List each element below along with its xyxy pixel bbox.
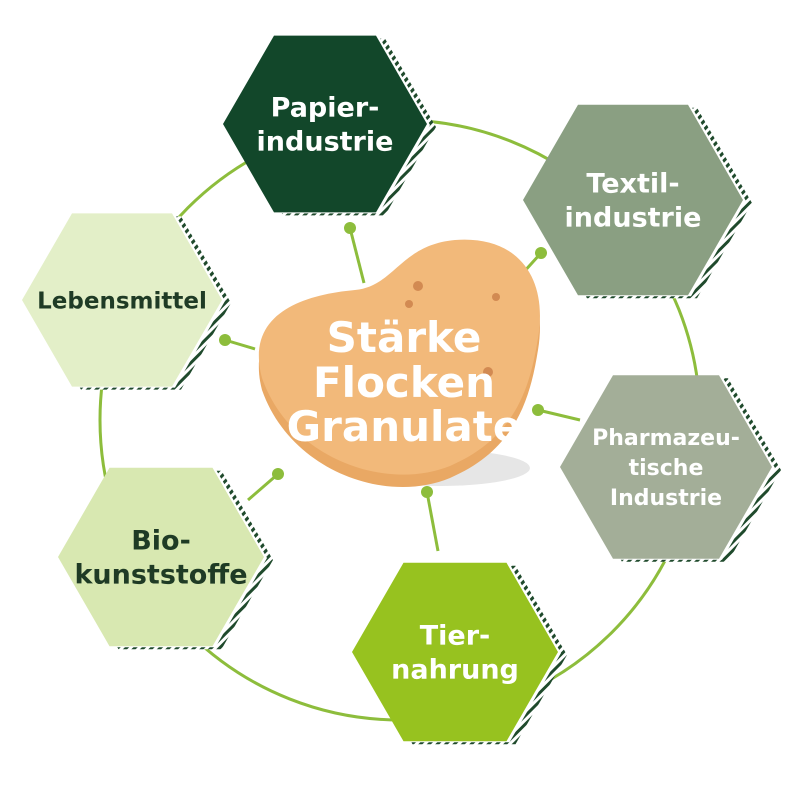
node-biokunststoffe: Bio-kunststoffe — [58, 467, 273, 650]
node-label-line: Textil- — [586, 169, 679, 200]
connector-line — [348, 227, 366, 284]
node-label-line: tische — [629, 456, 704, 481]
connector-line — [425, 491, 440, 552]
node-label-line: Tier- — [420, 621, 491, 652]
node-label-line: Lebensmittel — [37, 288, 207, 314]
connectors — [219, 222, 581, 552]
connector-dot — [421, 486, 433, 498]
application-nodes: Papier-industrieTextil-industriePharmaze… — [22, 35, 781, 745]
connector-line — [537, 408, 581, 422]
connector-dot — [344, 222, 356, 234]
hexagon — [223, 35, 427, 213]
node-label-line: Pharmazeu- — [592, 426, 740, 451]
node-label-line: Bio- — [131, 526, 191, 557]
connector-dot — [535, 247, 547, 259]
node-textilindustrie: Textil-industrie — [523, 104, 752, 299]
potato-spot — [483, 367, 493, 377]
potato-spot — [492, 293, 500, 301]
center-label-line-3: Granulate — [287, 402, 522, 451]
potato-spot — [405, 300, 413, 308]
node-tiernahrung: Tier-nahrung — [352, 562, 567, 745]
connector-dot — [219, 334, 231, 346]
node-label-line: kunststoffe — [74, 560, 247, 591]
hexagon — [560, 375, 772, 559]
potato-spot — [413, 281, 423, 291]
center-label-line-1: Stärke — [327, 313, 482, 362]
hexagon — [22, 213, 222, 387]
connector-dot — [532, 404, 544, 416]
potato-body — [258, 239, 540, 475]
node-label-line: Industrie — [610, 486, 722, 511]
node-papierindustrie: Papier-industrie — [223, 35, 436, 216]
potato-center: Stärke Flocken Granulate — [258, 239, 540, 488]
node-label-line: industrie — [257, 127, 394, 158]
connector-line — [247, 472, 279, 502]
center-label-line-2: Flocken — [313, 358, 495, 407]
node-lebensmittel: Lebensmittel — [22, 213, 231, 390]
hexagon — [523, 104, 743, 296]
hexagon — [352, 562, 558, 742]
hexagon — [58, 467, 264, 647]
node-label-line: industrie — [565, 203, 702, 234]
node-label-line: Papier- — [271, 93, 380, 124]
node-label-line: nahrung — [391, 655, 519, 686]
connector-dot — [272, 468, 284, 480]
